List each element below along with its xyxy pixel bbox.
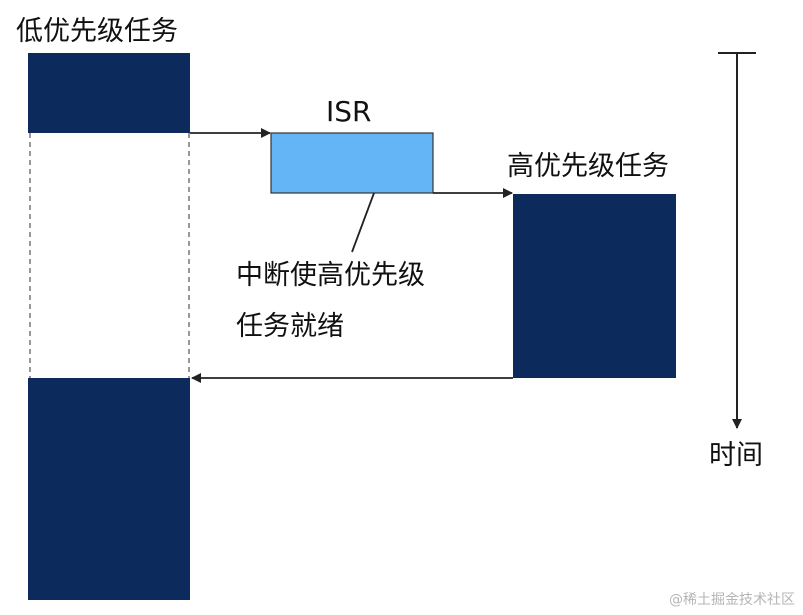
high-task-block xyxy=(513,194,676,378)
low-task-block-top xyxy=(28,53,190,133)
isr-label: ISR xyxy=(326,95,372,128)
time-axis-label: 时间 xyxy=(709,440,763,471)
annotation-leader-line xyxy=(351,192,375,253)
low-task-block-bottom xyxy=(28,378,190,600)
low-task-label: 低优先级任务 xyxy=(16,16,178,47)
high-task-label: 高优先级任务 xyxy=(507,151,669,182)
isr-block xyxy=(270,132,434,194)
interrupt-note-line2: 任务就绪 xyxy=(236,311,344,342)
interrupt-note-line1: 中断使高优先级 xyxy=(236,260,425,291)
watermark: @稀土掘金技术社区 xyxy=(669,592,795,608)
